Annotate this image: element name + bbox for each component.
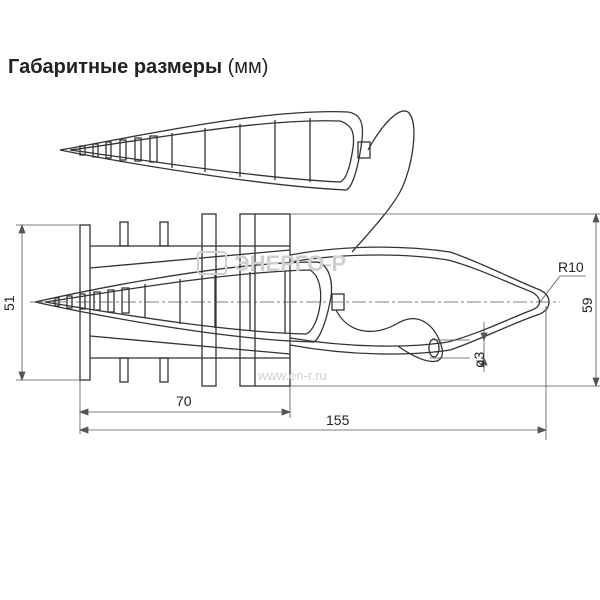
watermark-brand: ЭНЕРГО-Р (234, 251, 346, 276)
inner-wedge-teeth (54, 270, 286, 333)
drawing-title: Габаритные размеры (мм) (8, 56, 268, 79)
title-text: Габаритные размеры (8, 56, 223, 78)
dim-51-label: 51 (1, 295, 17, 311)
dim-hole-label: ø3 (471, 351, 487, 368)
dim-59-label: 59 (579, 297, 595, 313)
dim-r10-label: R10 (558, 259, 584, 275)
upper-wedge (59, 110, 415, 253)
dimension-height-left (16, 223, 80, 382)
dimension-radius (539, 275, 586, 303)
dimension-length-body (78, 380, 292, 434)
dimension-hole (430, 322, 488, 372)
dim-155-label: 155 (326, 412, 350, 428)
upper-wedge-teeth (79, 118, 311, 182)
title-unit: (мм) (227, 56, 269, 78)
watermark: ЭНЕРГО-Р www.en-r.ru (197, 251, 346, 383)
dim-70-label: 70 (176, 393, 192, 409)
watermark-site: www.en-r.ru (257, 368, 327, 383)
clamp-body (79, 213, 291, 387)
dimension-height-right (290, 212, 600, 388)
dimension-length-total (78, 306, 548, 440)
bail-loop (289, 246, 550, 363)
